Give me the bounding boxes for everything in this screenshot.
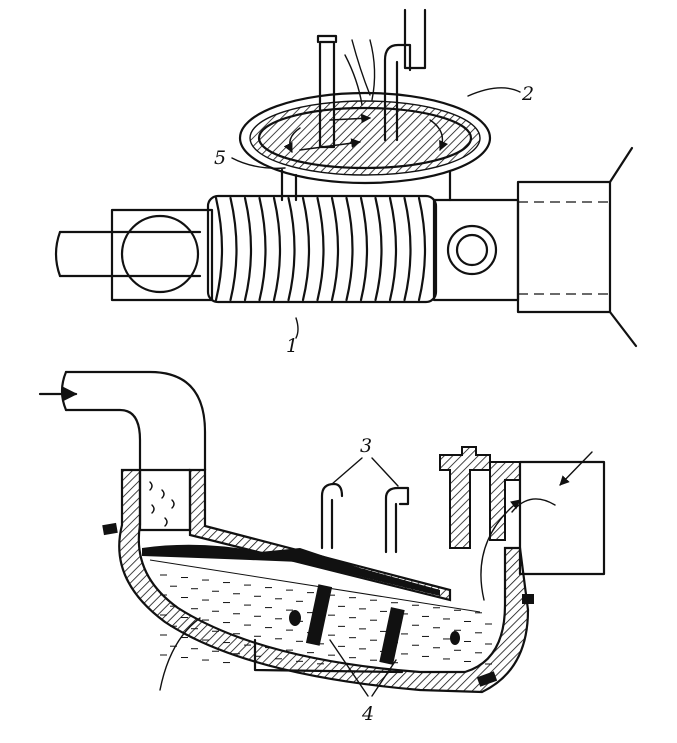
melt-blob-1 (289, 610, 301, 626)
callout-3: 3 (360, 435, 372, 457)
ring-outer (238, 91, 492, 185)
outlet-box (518, 460, 606, 576)
section-view: 3 4 (38, 370, 606, 725)
horizontal-rod (54, 230, 202, 278)
furnace-base (102, 522, 534, 687)
coil-turn (214, 196, 224, 302)
throat (138, 468, 192, 532)
coil-turn (316, 196, 325, 302)
coil-turn (345, 196, 354, 302)
outlet-flow-curve (511, 498, 556, 513)
leader-2 (467, 87, 521, 97)
coil-turn (287, 196, 296, 302)
coil-turn (359, 196, 369, 302)
left-housing-box (110, 208, 214, 302)
left-pipe-cap (316, 34, 338, 44)
melt-surface (149, 559, 481, 613)
leader-3a (331, 457, 363, 485)
slag-layer (142, 544, 440, 596)
ring-hatch (249, 100, 481, 176)
bolt-right (522, 594, 534, 604)
flow-arrow-2 (329, 113, 371, 124)
leader-3b (371, 457, 399, 487)
coil-turn (403, 196, 412, 302)
coil-turn (417, 196, 427, 302)
rod-end (54, 230, 62, 278)
coil-turn (229, 196, 238, 302)
end-flare-top (608, 146, 634, 184)
top-view: 1 2 5 (54, 8, 638, 357)
melt-bath (142, 544, 492, 665)
port-outer (446, 224, 498, 276)
flow-arrow-1 (299, 138, 361, 151)
bar-right (379, 607, 405, 665)
coil-turn (243, 196, 253, 302)
outlet-flow-arrow (480, 499, 521, 601)
coil-turn (330, 196, 340, 302)
inlet-outer (64, 370, 207, 472)
leader-bottom-left (159, 617, 201, 691)
end-box (516, 180, 612, 314)
base-outline (253, 638, 404, 674)
outlet-arrow (559, 451, 593, 486)
inlet-pipe (38, 370, 207, 472)
sketch-wires (344, 39, 376, 106)
ring-burner (238, 91, 492, 185)
left-housing-circle (120, 214, 200, 294)
coil-turn (272, 196, 282, 302)
induction-coil (206, 194, 438, 304)
inlet-inner (64, 408, 142, 472)
callout-1: 1 (286, 335, 298, 357)
port-inner (455, 233, 489, 267)
coil-turns (214, 196, 427, 302)
flow-arrow-4 (283, 127, 301, 153)
bolt-bottom (476, 671, 498, 687)
small-pipes (320, 457, 410, 554)
end-section (516, 146, 638, 348)
rod-body (58, 230, 202, 278)
right-housing (432, 198, 520, 302)
section-leaders (159, 617, 397, 697)
coil-turn (301, 196, 311, 302)
leader-4a (329, 639, 369, 697)
flow-arrow-3 (429, 119, 449, 151)
left-housing (110, 208, 214, 302)
inlet-end (60, 370, 68, 412)
callout-2: 2 (521, 83, 534, 105)
pipe-b (384, 486, 410, 554)
coil-turn (258, 196, 267, 302)
coil-turn (388, 196, 398, 302)
leader-4b (371, 659, 397, 697)
vessel-roof (188, 468, 452, 602)
right-housing-box (432, 198, 520, 302)
ring-inner (257, 106, 473, 170)
right-feed-pipe (383, 43, 412, 142)
melt-blob-2 (450, 631, 460, 645)
outlet-chamber (439, 446, 606, 601)
leader-1 (295, 317, 299, 339)
chamber-wall (439, 446, 491, 549)
coil-envelope (206, 194, 438, 304)
pipe-a (320, 482, 344, 550)
callout-5: 5 (214, 147, 226, 169)
coil-turn (374, 196, 383, 302)
upper-duct (403, 8, 427, 70)
callout-4: 4 (361, 703, 374, 725)
bar-left (305, 584, 333, 646)
throat-bubbles (149, 481, 175, 527)
leader-5 (231, 157, 286, 169)
bolt-left (102, 522, 118, 536)
end-flare-bottom (608, 310, 638, 348)
top-leaders (231, 87, 521, 339)
